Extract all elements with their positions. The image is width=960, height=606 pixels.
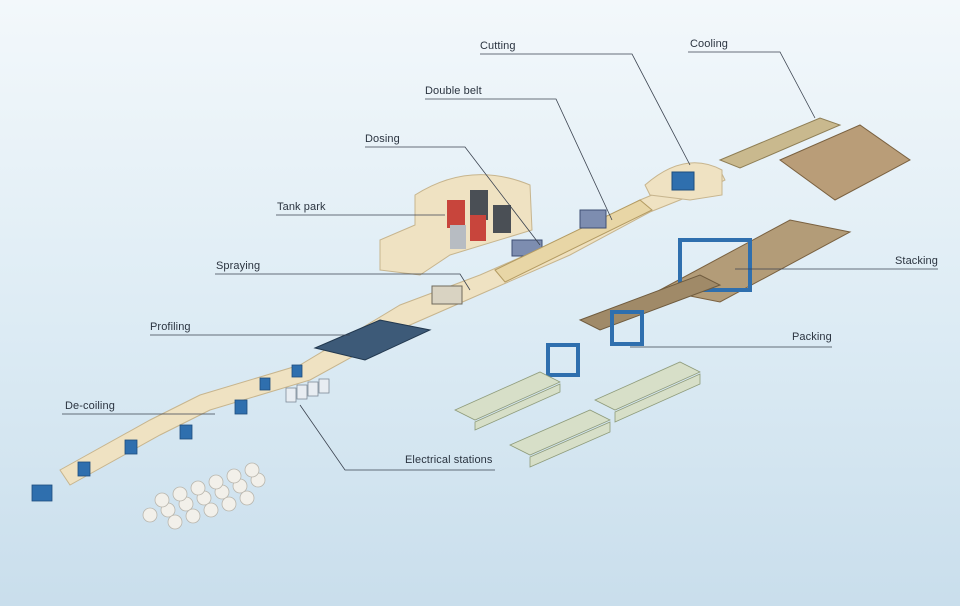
label-spraying: Spraying	[216, 260, 261, 272]
packed-stack	[474, 383, 561, 431]
cutting-saw	[671, 171, 695, 191]
packed-stacks	[454, 361, 701, 468]
electrical-stations	[285, 378, 330, 403]
label-profiling: Profiling	[150, 321, 191, 333]
stacking-gantry	[678, 238, 752, 292]
packed-stack	[614, 373, 701, 423]
leader-line-electrical-stations	[299, 404, 495, 471]
tank-dark	[493, 205, 511, 233]
label-packing: Packing	[792, 331, 832, 343]
leader-line-spraying	[215, 273, 471, 291]
tank-park-tanks	[447, 190, 511, 249]
electrical-cabinet	[296, 384, 308, 400]
de-coiler-unit	[234, 399, 248, 415]
electrical-cabinet	[285, 387, 297, 403]
coil	[208, 474, 224, 490]
label-dosing: Dosing	[365, 133, 400, 145]
packed-stack	[509, 409, 611, 456]
packing-gantry	[610, 310, 644, 346]
electrical-cabinet	[318, 378, 330, 394]
de-coiler-unit	[179, 424, 193, 440]
coil	[185, 508, 201, 524]
coil	[221, 496, 237, 512]
packed-stack	[594, 361, 701, 411]
label-electrical-stations: Electrical stations	[405, 454, 493, 466]
packing-line	[578, 274, 722, 331]
leader-line-double-belt	[425, 98, 613, 221]
coil	[244, 462, 260, 478]
packed-stack	[529, 421, 611, 468]
profiling-unit	[313, 319, 432, 361]
cooling-rack	[779, 124, 911, 201]
de-coiler-unit	[124, 439, 138, 455]
coil	[203, 502, 219, 518]
de-coiler-unit	[291, 364, 303, 378]
coil	[172, 486, 188, 502]
label-tank-park: Tank park	[277, 201, 326, 213]
tank-grey	[450, 225, 466, 249]
coil	[226, 468, 242, 484]
tank-red	[447, 200, 465, 228]
coil	[167, 514, 183, 530]
coil	[142, 507, 158, 523]
tank-dark	[470, 190, 488, 220]
coil	[239, 490, 255, 506]
electrical-cabinet	[307, 381, 319, 397]
label-de-coiling: De-coiling	[65, 400, 115, 412]
leader-line-cooling	[688, 51, 816, 119]
label-double-belt: Double belt	[425, 85, 482, 97]
leader-line-cutting	[480, 53, 691, 166]
de-coiling-units	[31, 364, 303, 502]
coil-stock	[142, 462, 266, 530]
de-coiler-unit	[31, 484, 53, 502]
coil	[154, 492, 170, 508]
de-coiler-unit	[77, 461, 91, 477]
tank-red	[470, 215, 486, 241]
double-belt-motor	[579, 209, 607, 229]
de-coiler-unit	[259, 377, 271, 391]
spraying-unit	[431, 285, 463, 305]
coil	[190, 480, 206, 496]
leader-lines	[62, 51, 938, 471]
label-cooling: Cooling	[690, 38, 729, 50]
label-cutting: Cutting	[480, 40, 516, 52]
packing-wrapper	[546, 343, 580, 377]
leader-line-dosing	[365, 146, 541, 246]
packed-stack	[454, 371, 561, 421]
cooling-conveyor	[718, 117, 842, 169]
label-stacking: Stacking	[895, 255, 938, 267]
